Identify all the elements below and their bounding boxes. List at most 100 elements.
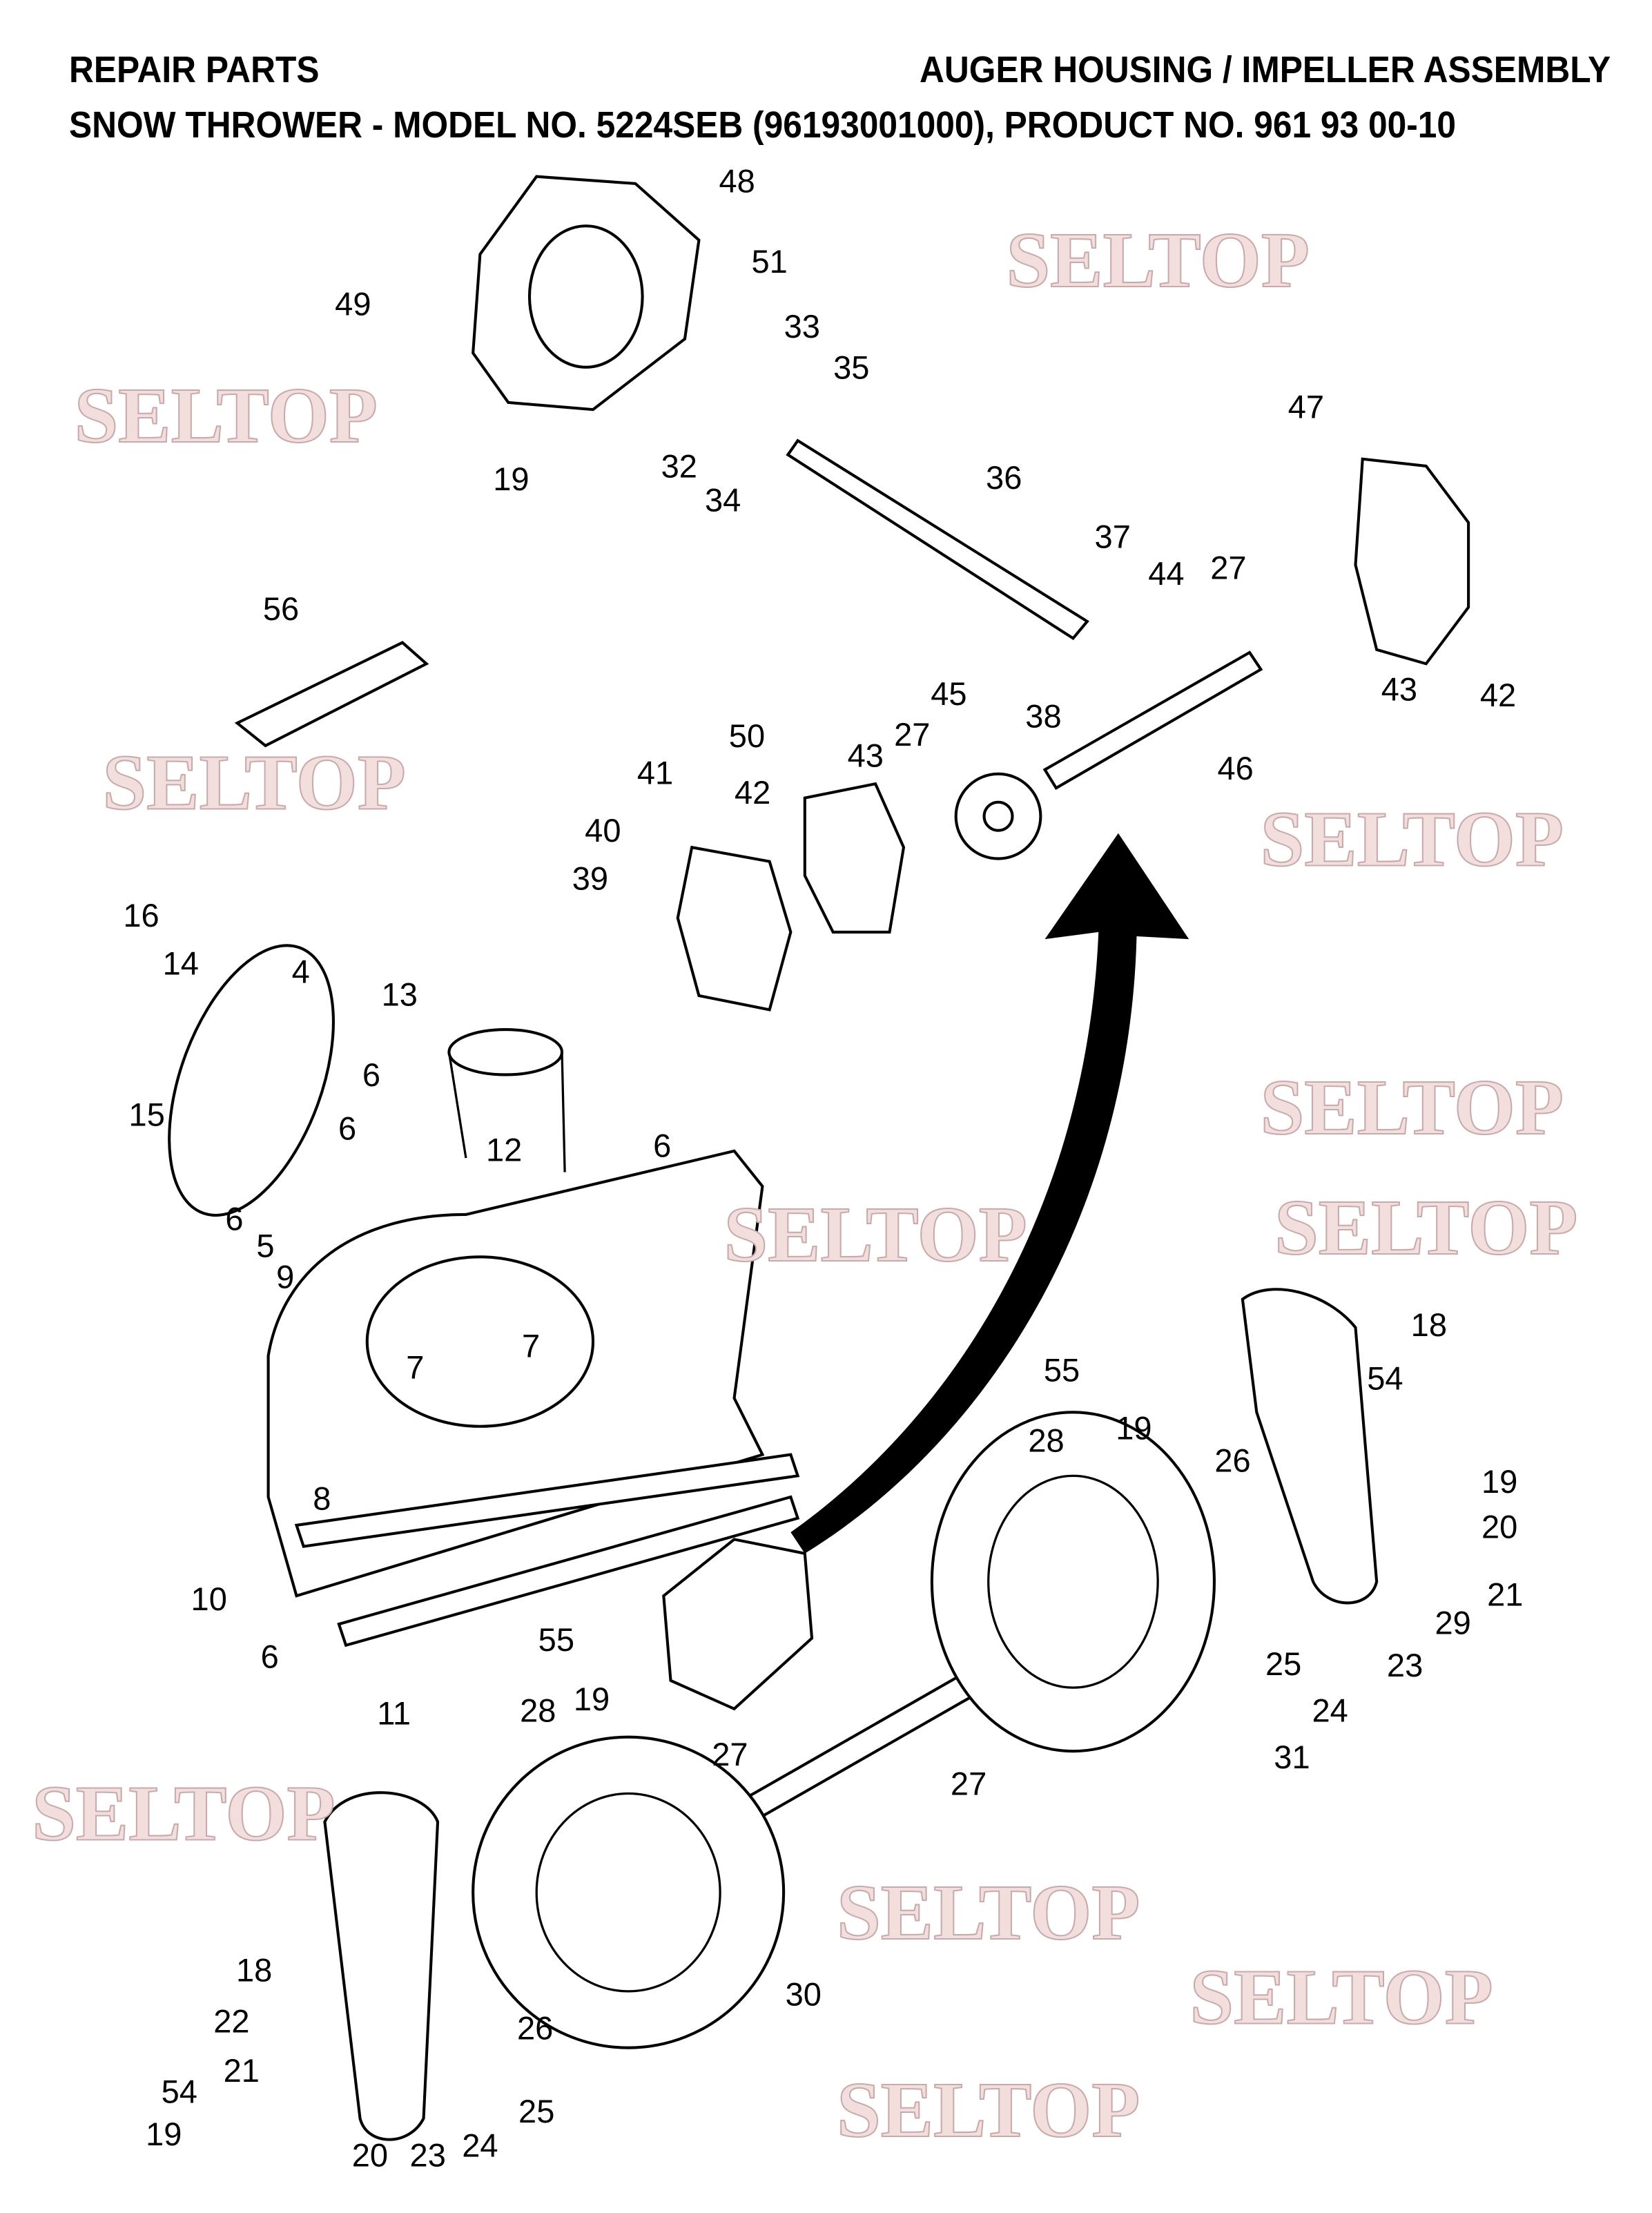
gear-case-cover — [1354, 457, 1470, 666]
part-number-label: 9 — [276, 1258, 294, 1295]
part-number-label: 20 — [352, 2137, 388, 2174]
part-number-label: 44 — [1148, 555, 1184, 592]
part-number-label: 30 — [786, 1975, 822, 2012]
part-number-label: 5 — [256, 1227, 274, 1264]
auger-right-inner — [987, 1474, 1159, 1689]
watermark: SELTOP — [1261, 795, 1564, 882]
watermark: SELTOP — [103, 739, 406, 827]
part-number-label: 25 — [1265, 1645, 1301, 1682]
part-number-label: 41 — [637, 754, 673, 791]
subtitle-suffix: (96193001000), PRODUCT NO. 961 93 00-10 — [743, 104, 1457, 146]
part-number-label: 19 — [1481, 1463, 1517, 1500]
impeller-opening — [365, 1255, 595, 1428]
page-title-left: REPAIR PARTS — [69, 49, 320, 90]
part-number-label: 16 — [123, 897, 159, 934]
part-number-label: 19 — [1116, 1409, 1151, 1446]
part-number-label: 48 — [719, 162, 755, 199]
watermark: SELTOP — [32, 1770, 335, 1857]
part-number-label: 12 — [486, 1131, 522, 1168]
part-number-label: 15 — [129, 1096, 165, 1132]
part-number-label: 55 — [1044, 1351, 1080, 1388]
part-number-label: 27 — [1210, 550, 1246, 586]
part-number-label: 24 — [462, 2127, 498, 2163]
part-number-label: 47 — [1288, 389, 1324, 425]
part-number-label: 51 — [752, 243, 788, 280]
part-number-label: 18 — [1411, 1306, 1447, 1343]
part-number-label: 34 — [705, 482, 741, 519]
part-number-label: 27 — [951, 1766, 987, 1802]
part-number-label: 27 — [894, 716, 930, 753]
part-number-label: 32 — [661, 447, 697, 484]
watermark: SELTOP — [1189, 1953, 1493, 2041]
part-number-label: 27 — [712, 1736, 748, 1772]
part-number-label: 20 — [1481, 1508, 1517, 1545]
part-number-label: 7 — [406, 1349, 424, 1385]
watermark-layer: SELTOP SELTOP SELTOP SELTOP SELTOP SELTOP SELT… — [31, 215, 1578, 2154]
part-number-label: 31 — [1274, 1739, 1310, 1775]
watermark: SELTOP — [837, 1868, 1140, 1956]
drawing — [168, 175, 1470, 2141]
watermark: SELTOP — [75, 371, 378, 459]
watermark: SELTOP — [1007, 216, 1310, 304]
part-number-label: 26 — [517, 2010, 553, 2047]
part-number-label: 54 — [162, 2074, 197, 2110]
shave-plate — [294, 1453, 800, 1548]
part-number-label: 7 — [522, 1328, 540, 1364]
part-number-label: 13 — [382, 976, 418, 1012]
part-number-label: 22 — [213, 2002, 249, 2039]
gasket — [803, 782, 906, 934]
part-number-label: 6 — [225, 1201, 243, 1237]
part-number-label: 6 — [338, 1110, 356, 1147]
part-number-label: 18 — [236, 1952, 272, 1989]
part-number-label: 10 — [191, 1581, 227, 1617]
gear-case-bore — [527, 224, 644, 369]
part-number-label: 25 — [518, 2093, 554, 2129]
chute-adapter — [447, 1027, 564, 1076]
worm-shaft — [786, 438, 1089, 641]
part-number-label: 35 — [833, 349, 869, 385]
impeller — [662, 1538, 814, 1711]
part-number-label: 6 — [653, 1127, 671, 1163]
subtitle-prefix: SNOW THROWER - MODEL NO. — [69, 104, 596, 146]
part-number-label: 23 — [1387, 1647, 1423, 1683]
page-title-right: AUGER HOUSING / IMPELLER ASSEMBLY — [919, 49, 1611, 90]
part-number-label: 42 — [735, 774, 770, 811]
part-number-label: 24 — [1312, 1692, 1348, 1728]
worm-gear-hub — [982, 800, 1014, 832]
part-number-label: 21 — [224, 2052, 260, 2089]
watermark: SELTOP — [1261, 1063, 1564, 1151]
pulley — [168, 944, 335, 1217]
part-number-label: 56 — [263, 590, 299, 627]
part-number-label: 21 — [1487, 1576, 1523, 1613]
part-number-label: 39 — [572, 860, 608, 897]
auger-left-inner — [535, 1792, 721, 1993]
part-number-label: 8 — [313, 1480, 331, 1517]
part-number-label: 19 — [146, 2116, 182, 2152]
part-number-label: 54 — [1367, 1360, 1403, 1397]
side-plate-left — [323, 1791, 440, 2141]
part-number-label: 6 — [362, 1056, 380, 1093]
part-number-label: 50 — [729, 717, 765, 754]
part-number-label: 6 — [261, 1639, 279, 1675]
part-number-label: 36 — [986, 459, 1022, 496]
part-number-label: 38 — [1025, 697, 1061, 734]
part-number-label: 28 — [520, 1692, 556, 1728]
part-number-label: 55 — [538, 1621, 574, 1658]
part-number-label: 11 — [377, 1694, 411, 1731]
part-number-label: 19 — [574, 1681, 610, 1717]
part-number-label: 43 — [848, 737, 884, 774]
auger-right — [930, 1411, 1216, 1753]
watermark: SELTOP — [723, 1190, 1027, 1278]
part-number-label: 19 — [493, 461, 529, 497]
side-plate-right — [1241, 1288, 1379, 1605]
part-number-label: 14 — [163, 945, 199, 981]
watermark: SELTOP — [1274, 1183, 1577, 1271]
model-number: 5224SEB — [596, 104, 744, 146]
bracket — [234, 641, 429, 748]
part-number-label: 46 — [1217, 750, 1253, 786]
part-number-label: 42 — [1480, 677, 1516, 713]
part-number-label: 43 — [1381, 671, 1417, 708]
